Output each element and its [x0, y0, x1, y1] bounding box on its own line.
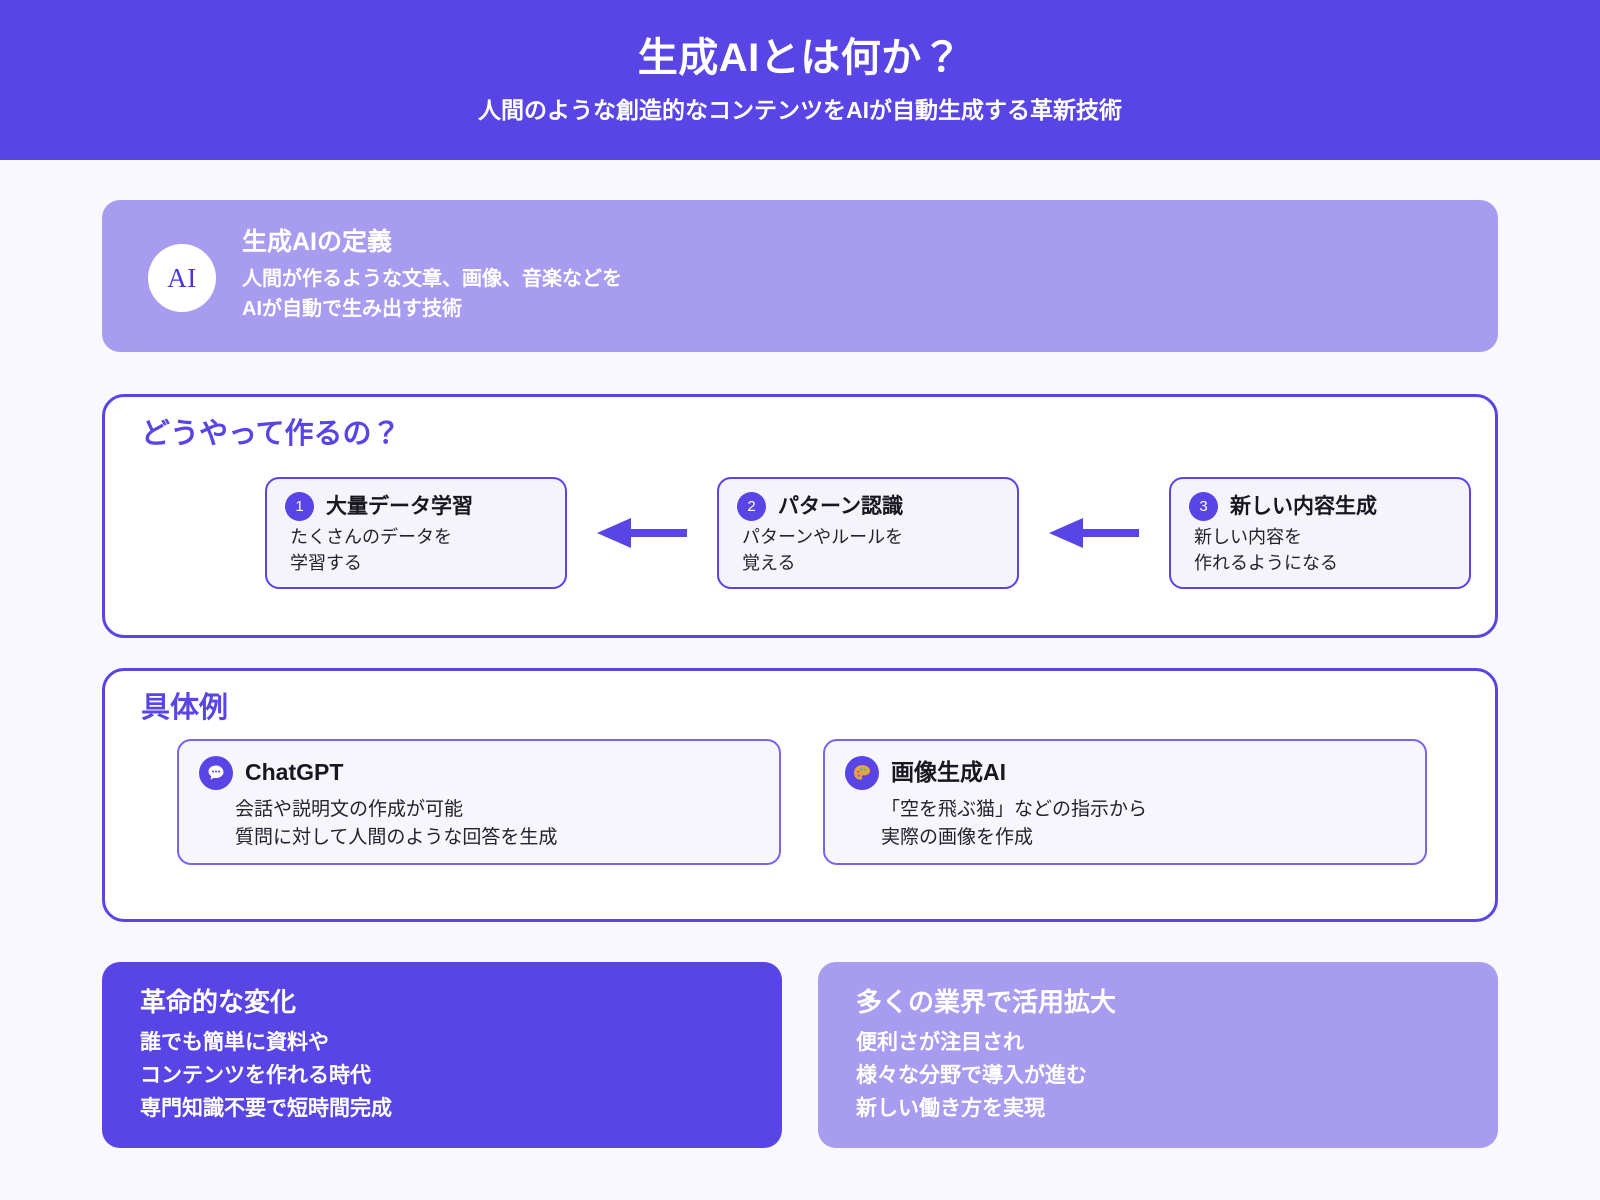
impact-card-industry-line-2: 様々な分野で導入が進む	[856, 1064, 1087, 1088]
palette-icon	[845, 756, 879, 790]
page-title: 生成AIとは何か？	[637, 36, 963, 81]
impact-card-industry-line-1: 便利さが注目され	[856, 1030, 1024, 1054]
ai-circle-icon: AI	[148, 244, 216, 312]
impact-card-revolution: 革命的な変化 誰でも簡単に資料や コンテンツを作れる時代 専門知識不要で短時間完…	[102, 962, 782, 1148]
step-number-badge: 1	[285, 492, 314, 521]
process-step-3-head: 3 新しい内容生成	[1189, 492, 1453, 521]
process-step-2[interactable]: 2 パターン認識 パターンやルールを 覚える	[717, 477, 1019, 589]
ai-badge-label: AI	[167, 262, 197, 293]
definition-title: 生成AIの定義	[242, 227, 393, 256]
impact-card-revolution-line-1: 誰でも簡単に資料や	[140, 1030, 329, 1054]
process-step-3-title: 新しい内容生成	[1230, 494, 1377, 518]
example-card-chatgpt-title: ChatGPT	[245, 759, 344, 786]
process-heading: どうやって作るの？	[141, 418, 401, 450]
examples-section: 具体例 ChatGPT 会話や説明文の作成が可能 質問に対して人間の	[102, 668, 1498, 922]
impact-card-industry-title: 多くの業界で活用拡大	[856, 987, 1117, 1017]
examples-row: ChatGPT 会話や説明文の作成が可能 質問に対して人間のような回答を生成	[177, 739, 1427, 865]
definition-line-2: AIが自動で生み出す技術	[242, 297, 462, 320]
example-card-chatgpt-line-2: 質問に対して人間のような回答を生成	[235, 826, 558, 848]
process-step-2-title: パターン認識	[778, 494, 903, 518]
page-subtitle: 人間のような創造的なコンテンツをAIが自動生成する革新技術	[478, 97, 1122, 124]
process-step-2-line-2: 覚える	[742, 552, 796, 573]
arrow-slot-1	[567, 477, 717, 589]
example-card-chatgpt-line-1: 会話や説明文の作成が可能	[235, 799, 464, 820]
arrow-left-icon	[1049, 518, 1139, 548]
process-step-2-line-1: パターンやルールを	[742, 527, 904, 547]
arrow-slot-2	[1019, 477, 1169, 589]
impact-card-industry: 多くの業界で活用拡大 便利さが注目され 様々な分野で導入が進む 新しい働き方を実…	[818, 962, 1498, 1148]
process-section: どうやって作るの？ 1 大量データ学習 たくさんのデータを 学習する 2	[102, 394, 1498, 638]
impact-card-revolution-line-2: コンテンツを作れる時代	[140, 1064, 371, 1088]
speech-bubble-icon	[199, 756, 233, 790]
example-card-image-ai-line-1: 「空を飛ぶ猫」などの指示から	[881, 799, 1148, 820]
process-steps-row: 1 大量データ学習 たくさんのデータを 学習する 2 パターン認識 パターンやル…	[265, 473, 1471, 593]
page-header: 生成AIとは何か？ 人間のような創造的なコンテンツをAIが自動生成する革新技術	[0, 0, 1600, 160]
process-step-2-head: 2 パターン認識	[737, 492, 1001, 521]
example-card-image-ai-title: 画像生成AI	[891, 759, 1006, 786]
example-card-chatgpt-head: ChatGPT	[199, 756, 761, 790]
definition-text-block: 生成AIの定義 人間が作るような文章、画像、音楽などを AIが自動で生み出す技術	[242, 228, 622, 325]
process-step-1-title: 大量データ学習	[326, 494, 473, 518]
process-step-1-line-1: たくさんのデータを	[290, 527, 452, 547]
speech-bubble-glyph	[208, 765, 224, 780]
examples-heading: 具体例	[141, 692, 229, 724]
impact-card-industry-line-3: 新しい働き方を実現	[856, 1097, 1045, 1121]
example-card-image-ai-head: 画像生成AI	[845, 756, 1407, 790]
definition-line-1: 人間が作るような文章、画像、音楽などを	[242, 268, 622, 291]
process-step-3[interactable]: 3 新しい内容生成 新しい内容を 作れるようになる	[1169, 477, 1471, 589]
impact-card-revolution-title: 革命的な変化	[140, 987, 297, 1017]
example-card-image-ai[interactable]: 画像生成AI 「空を飛ぶ猫」などの指示から 実際の画像を作成	[823, 739, 1427, 865]
process-step-1-head: 1 大量データ学習	[285, 492, 549, 521]
step-number-badge: 2	[737, 492, 766, 521]
definition-card: AI 生成AIの定義 人間が作るような文章、画像、音楽などを AIが自動で生み出…	[102, 200, 1498, 352]
process-step-1-line-2: 学習する	[290, 552, 362, 573]
impact-card-revolution-line-3: 専門知識不要で短時間完成	[140, 1097, 392, 1121]
example-card-chatgpt[interactable]: ChatGPT 会話や説明文の作成が可能 質問に対して人間のような回答を生成	[177, 739, 781, 865]
process-step-1[interactable]: 1 大量データ学習 たくさんのデータを 学習する	[265, 477, 567, 589]
step-number-badge: 3	[1189, 492, 1218, 521]
process-step-3-line-1: 新しい内容を	[1194, 527, 1302, 547]
example-card-image-ai-line-2: 実際の画像を作成	[881, 826, 1034, 848]
palette-glyph	[854, 765, 870, 780]
arrow-left-icon	[597, 518, 687, 548]
process-step-3-line-2: 作れるようになる	[1194, 552, 1338, 573]
